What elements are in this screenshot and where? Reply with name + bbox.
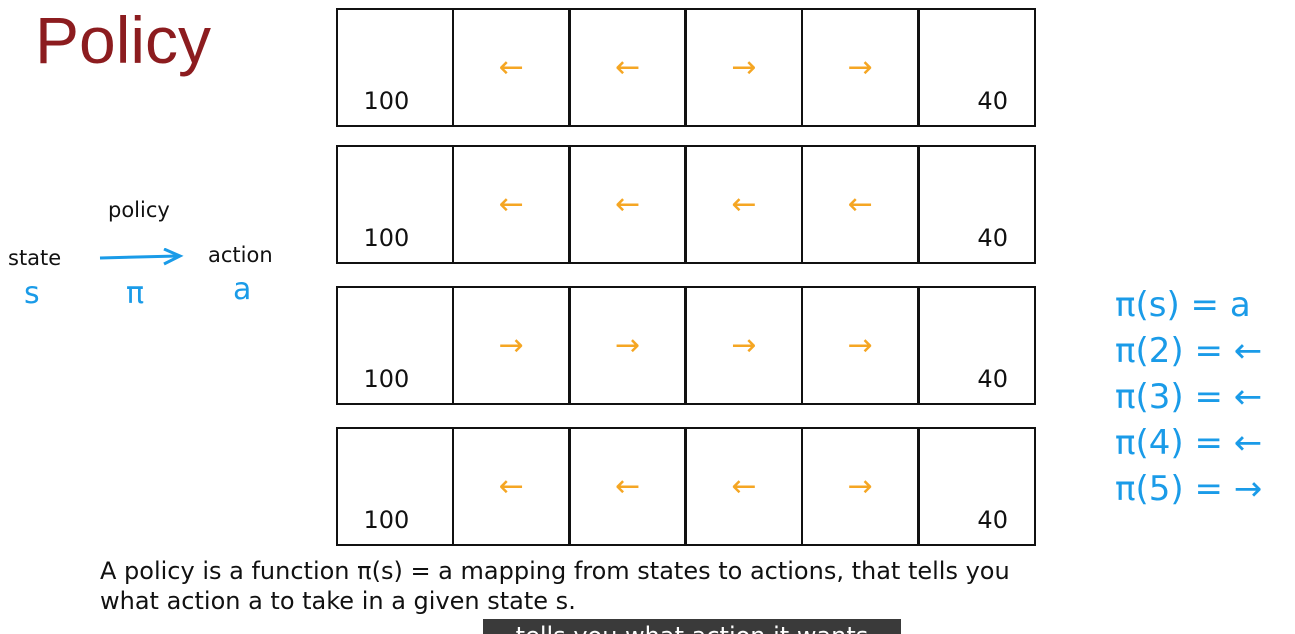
- state-cell: 100: [335, 286, 455, 405]
- state-cell: 100: [335, 8, 455, 127]
- equation: π(4) = ←: [1115, 423, 1263, 463]
- state-cell: ←: [568, 8, 687, 127]
- policy-arrow-icon: [99, 248, 184, 266]
- left-arrow-icon: ←: [615, 50, 641, 85]
- left-arrow-icon: ←: [615, 469, 641, 504]
- policy-symbol: π: [126, 276, 145, 311]
- state-cell: 40: [917, 286, 1036, 405]
- state-cell: 40: [917, 427, 1036, 546]
- terminal-reward-right: 40: [977, 365, 1008, 393]
- state-cell: ←: [451, 8, 571, 127]
- state-cell: →: [684, 286, 804, 405]
- terminal-reward-left: 100: [363, 506, 410, 534]
- state-symbol: s: [24, 276, 40, 311]
- left-arrow-icon: ←: [498, 187, 524, 222]
- state-cell: 40: [917, 8, 1036, 127]
- state-cell: ←: [568, 427, 687, 546]
- equation: π(s) = a: [1115, 285, 1251, 325]
- state-cell: ←: [684, 427, 804, 546]
- state-cell: ←: [684, 145, 804, 264]
- state-cell: →: [800, 286, 920, 405]
- policy-label: policy: [108, 198, 170, 222]
- grid-world-row: 100 ← ← → → 40: [335, 8, 1036, 127]
- state-cell: 100: [335, 427, 455, 546]
- terminal-reward-right: 40: [977, 87, 1008, 115]
- left-arrow-icon: ←: [731, 469, 757, 504]
- grid-world-row: 100 → → → → 40: [335, 286, 1036, 405]
- state-cell: ←: [800, 145, 920, 264]
- state-label: state: [8, 246, 62, 270]
- action-symbol: a: [233, 272, 252, 307]
- right-arrow-icon: →: [498, 328, 524, 363]
- grid-world-row: 100 ← ← ← ← 40: [335, 145, 1036, 264]
- state-cell: ←: [568, 145, 687, 264]
- equation: π(5) = →: [1115, 469, 1263, 509]
- state-cell: 100: [335, 145, 455, 264]
- right-arrow-icon: →: [847, 50, 873, 85]
- equation: π(2) = ←: [1115, 331, 1263, 371]
- terminal-reward-left: 100: [363, 365, 410, 393]
- state-cell: →: [568, 286, 687, 405]
- right-arrow-icon: →: [731, 328, 757, 363]
- state-cell: ←: [451, 427, 571, 546]
- state-cell: →: [800, 8, 920, 127]
- state-cell: →: [684, 8, 804, 127]
- left-arrow-icon: ←: [615, 187, 641, 222]
- slide-title: Policy: [35, 3, 212, 77]
- left-arrow-icon: ←: [498, 469, 524, 504]
- state-cell: 40: [917, 145, 1036, 264]
- video-subtitle: tells you what action it wants: [483, 619, 901, 634]
- caption: A policy is a function π(s) = a mapping …: [100, 556, 1010, 616]
- caption-line-2: what action a to take in a given state s…: [100, 587, 576, 615]
- left-arrow-icon: ←: [847, 187, 873, 222]
- terminal-reward-left: 100: [363, 224, 410, 252]
- left-arrow-icon: ←: [498, 50, 524, 85]
- action-label: action: [208, 243, 273, 267]
- state-cell: →: [451, 286, 571, 405]
- caption-line-1: A policy is a function π(s) = a mapping …: [100, 557, 1010, 585]
- state-cell: →: [800, 427, 920, 546]
- equation: π(3) = ←: [1115, 377, 1263, 417]
- left-arrow-icon: ←: [731, 187, 757, 222]
- state-cell: ←: [451, 145, 571, 264]
- right-arrow-icon: →: [615, 328, 641, 363]
- right-arrow-icon: →: [847, 469, 873, 504]
- terminal-reward-right: 40: [977, 506, 1008, 534]
- terminal-reward-left: 100: [363, 87, 410, 115]
- right-arrow-icon: →: [731, 50, 757, 85]
- right-arrow-icon: →: [847, 328, 873, 363]
- terminal-reward-right: 40: [977, 224, 1008, 252]
- grid-world-row: 100 ← ← ← → 40: [335, 427, 1036, 546]
